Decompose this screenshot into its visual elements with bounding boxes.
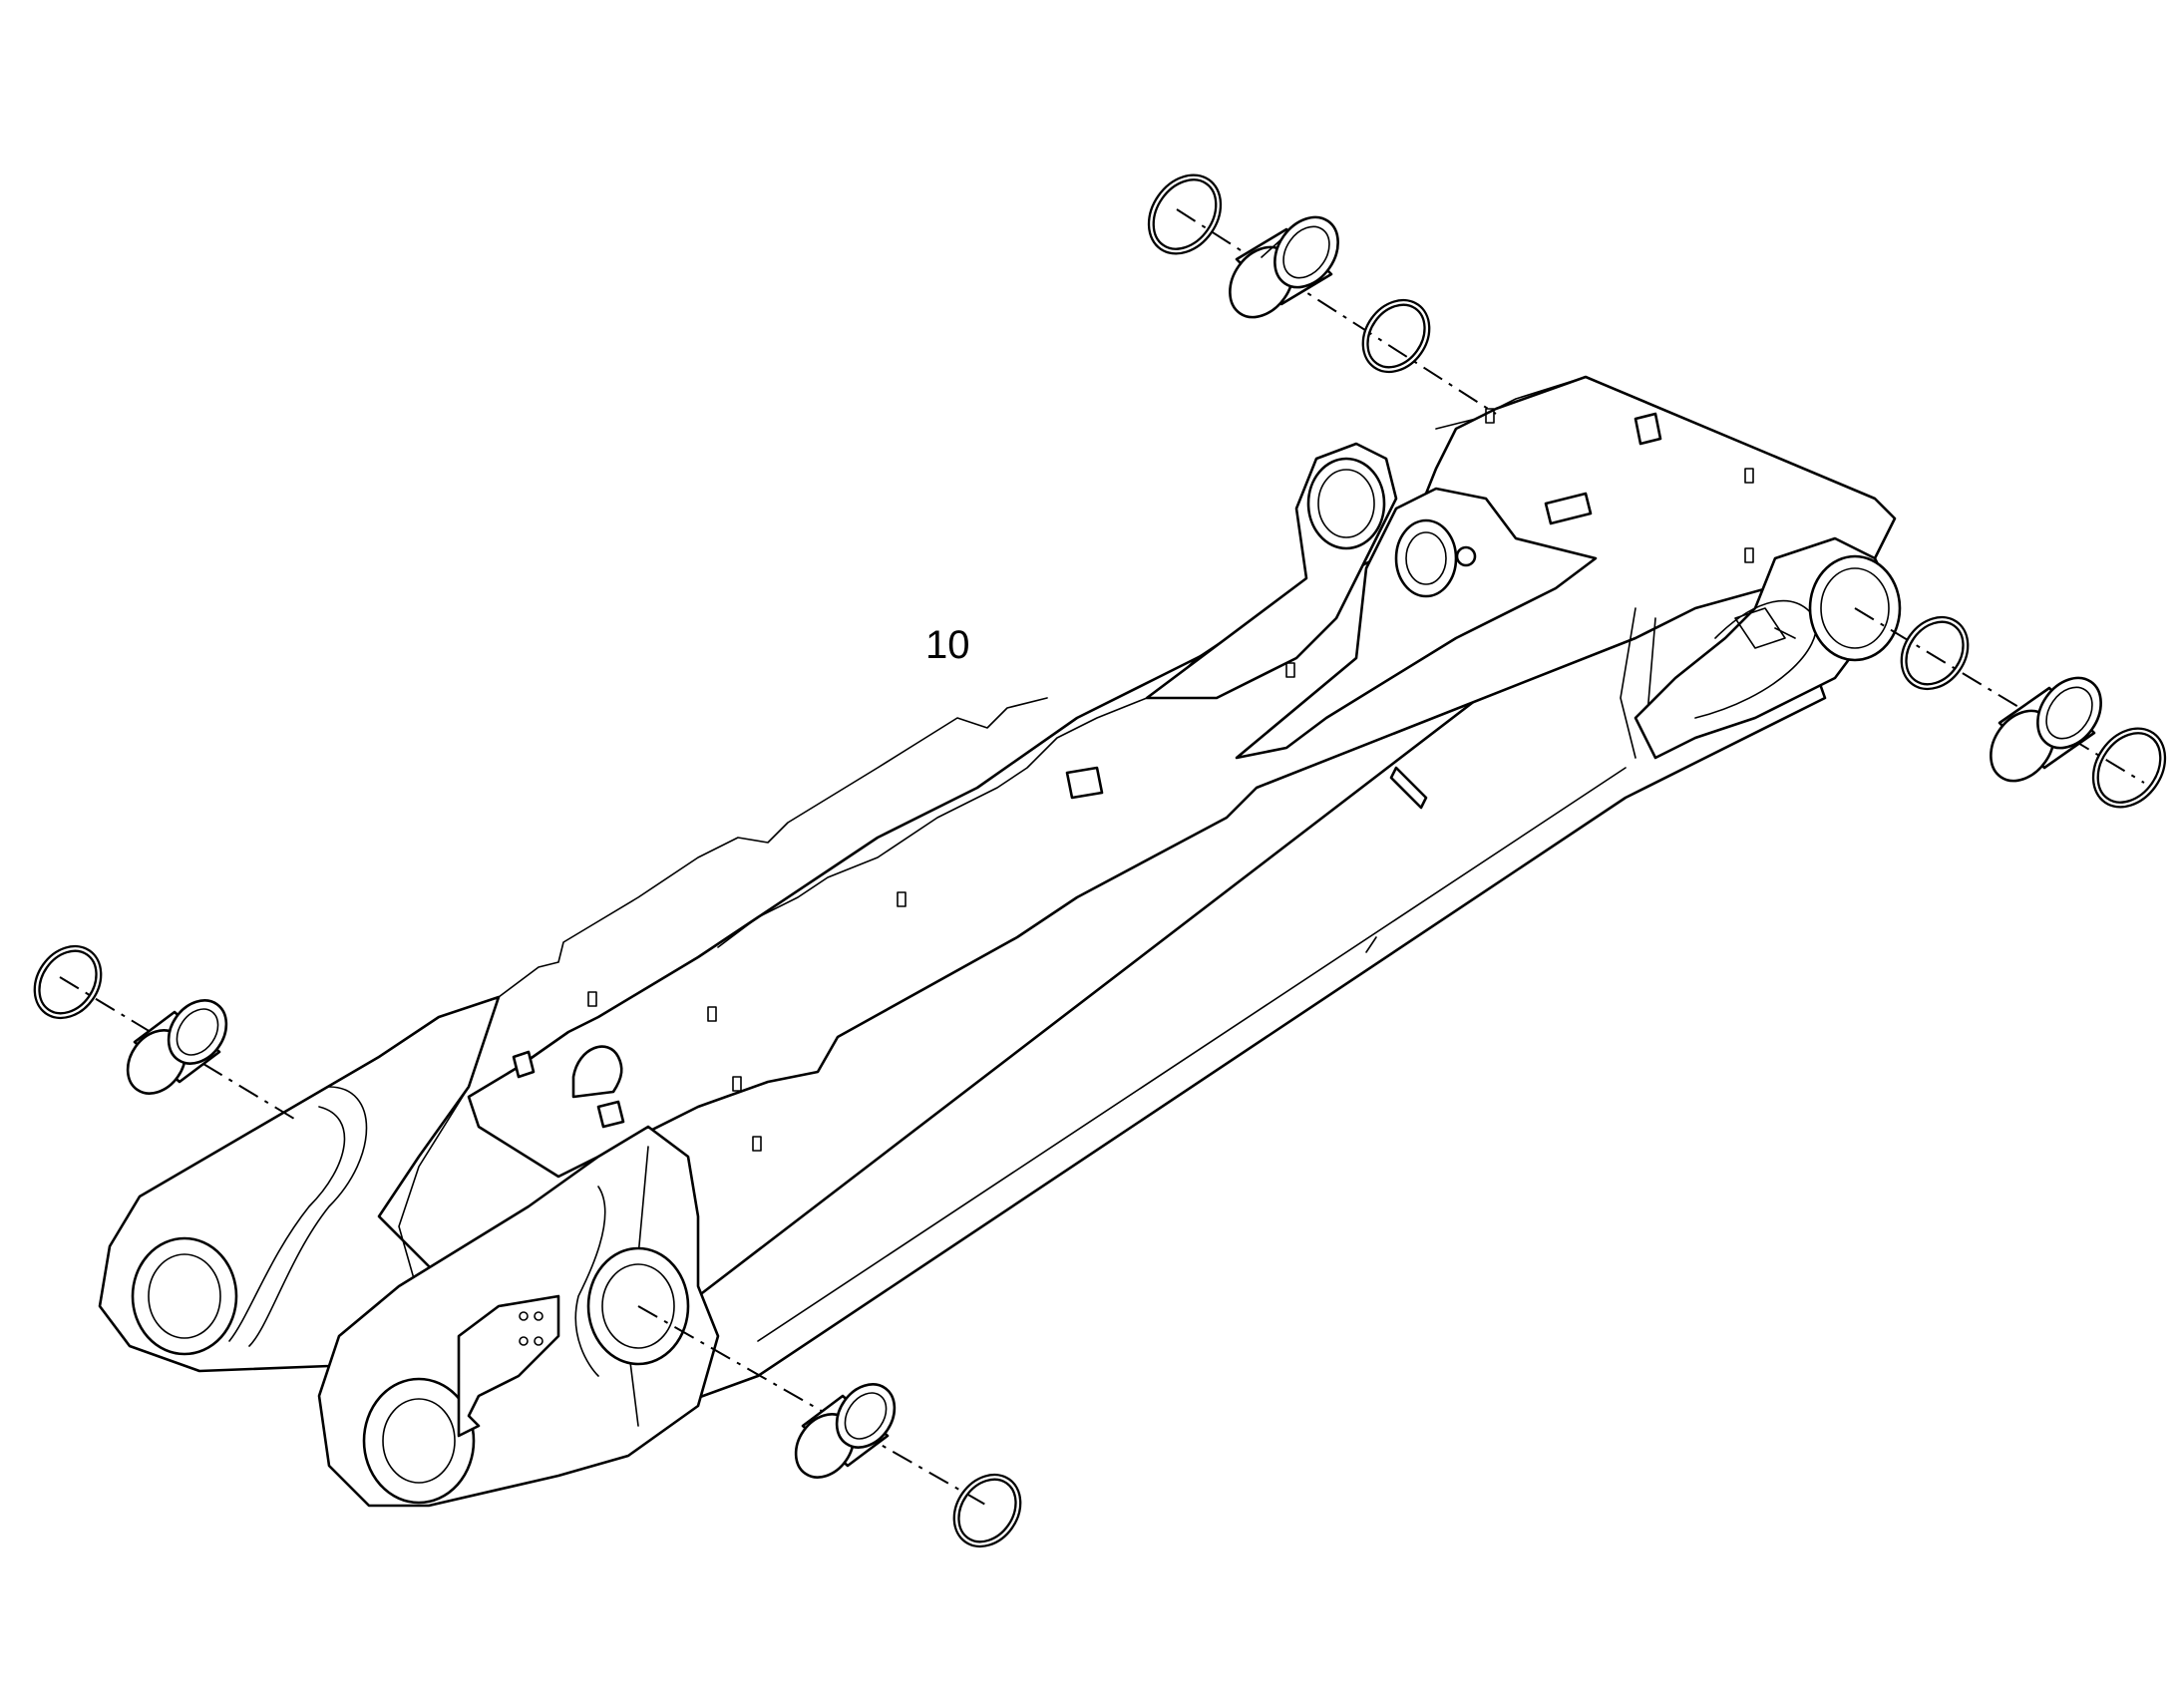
bottom-pin-group — [794, 1383, 1022, 1548]
foot-pin-boss-near — [362, 1377, 476, 1505]
right-pin-group — [1900, 615, 2167, 809]
cylinder-lugs — [1145, 442, 1598, 760]
callout-item-10: 10 — [925, 623, 970, 667]
top-pin-group — [1147, 173, 1431, 374]
bushing — [1990, 676, 2102, 783]
bushing — [126, 999, 228, 1095]
boom-tip-end — [1634, 536, 1902, 760]
left-pin-group — [33, 944, 228, 1095]
boom-foot-end — [98, 995, 720, 1508]
bushing — [1229, 215, 1339, 319]
weld-blocks — [512, 408, 1754, 1152]
bushing — [794, 1383, 897, 1479]
